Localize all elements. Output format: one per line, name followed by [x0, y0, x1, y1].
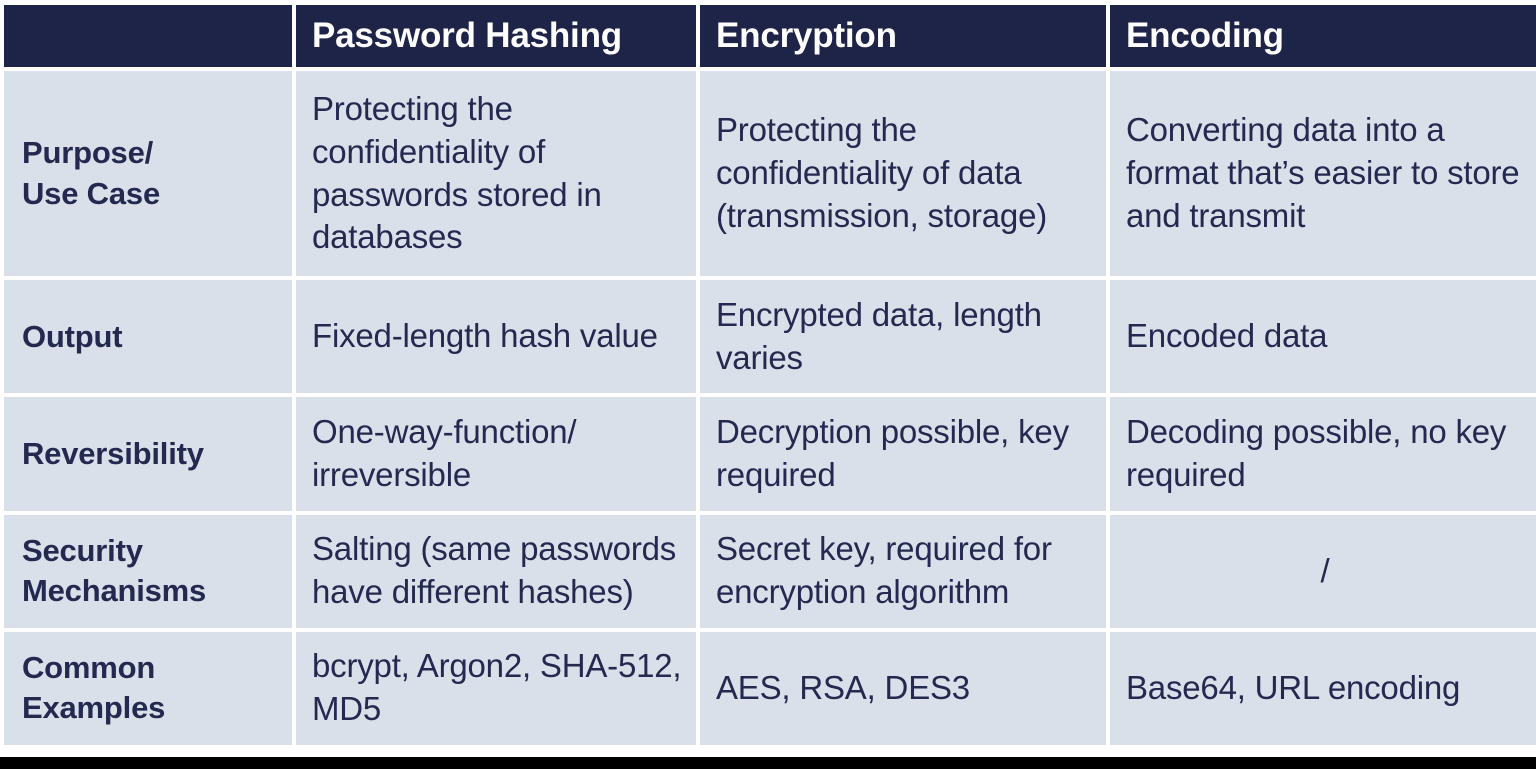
comparison-table-wrapper: Password Hashing Encryption Encoding Pur… — [4, 5, 1536, 753]
cell-reversibility-encryption: Decryption possible, key required — [700, 397, 1106, 511]
table-header: Password Hashing Encryption Encoding — [4, 5, 1536, 67]
table-row: Purpose/ Use Case Protecting the confide… — [4, 71, 1536, 277]
table-row: Security Mechanisms Salting (same passwo… — [4, 514, 1536, 628]
table-row: Output Fixed-length hash value Encrypted… — [4, 280, 1536, 394]
row-label-security-mechanisms: Security Mechanisms — [4, 514, 292, 628]
cell-examples-encryption: AES, RSA, DES3 — [700, 631, 1106, 745]
table-row: Common Examples bcrypt, Argon2, SHA-512,… — [4, 631, 1536, 745]
table-body: Purpose/ Use Case Protecting the confide… — [4, 71, 1536, 745]
cell-security-encryption: Secret key, required for encryption algo… — [700, 514, 1106, 628]
cell-security-encoding: / — [1110, 514, 1536, 628]
header-row: Password Hashing Encryption Encoding — [4, 5, 1536, 67]
table-row: Reversibility One-way-function/ irrevers… — [4, 397, 1536, 511]
cell-reversibility-encoding: Decoding possible, no key required — [1110, 397, 1536, 511]
cell-examples-encoding: Base64, URL encoding — [1110, 631, 1536, 745]
cell-reversibility-hashing: One-way-function/ irreversible — [296, 397, 696, 511]
row-label-purpose-use-case: Purpose/ Use Case — [4, 71, 292, 277]
cell-examples-hashing: bcrypt, Argon2, SHA-512, MD5 — [296, 631, 696, 745]
header-cell-corner — [4, 5, 292, 67]
header-cell-encoding: Encoding — [1110, 5, 1536, 67]
cell-output-encryption: Encrypted data, length varies — [700, 280, 1106, 394]
row-label-reversibility: Reversibility — [4, 397, 292, 511]
row-label-common-examples: Common Examples — [4, 631, 292, 745]
cell-output-encoding: Encoded data — [1110, 280, 1536, 394]
cell-security-hashing: Salting (same passwords have different h… — [296, 514, 696, 628]
cell-purpose-encryption: Protecting the confidentiality of data (… — [700, 71, 1106, 277]
row-label-output: Output — [4, 280, 292, 394]
comparison-table: Password Hashing Encryption Encoding Pur… — [0, 1, 1536, 749]
header-cell-password-hashing: Password Hashing — [296, 5, 696, 67]
bottom-letterbox-bar — [0, 757, 1536, 769]
cell-output-hashing: Fixed-length hash value — [296, 280, 696, 394]
cell-purpose-hashing: Protecting the confidentiality of passwo… — [296, 71, 696, 277]
cell-purpose-encoding: Converting data into a format that’s eas… — [1110, 71, 1536, 277]
header-cell-encryption: Encryption — [700, 5, 1106, 67]
